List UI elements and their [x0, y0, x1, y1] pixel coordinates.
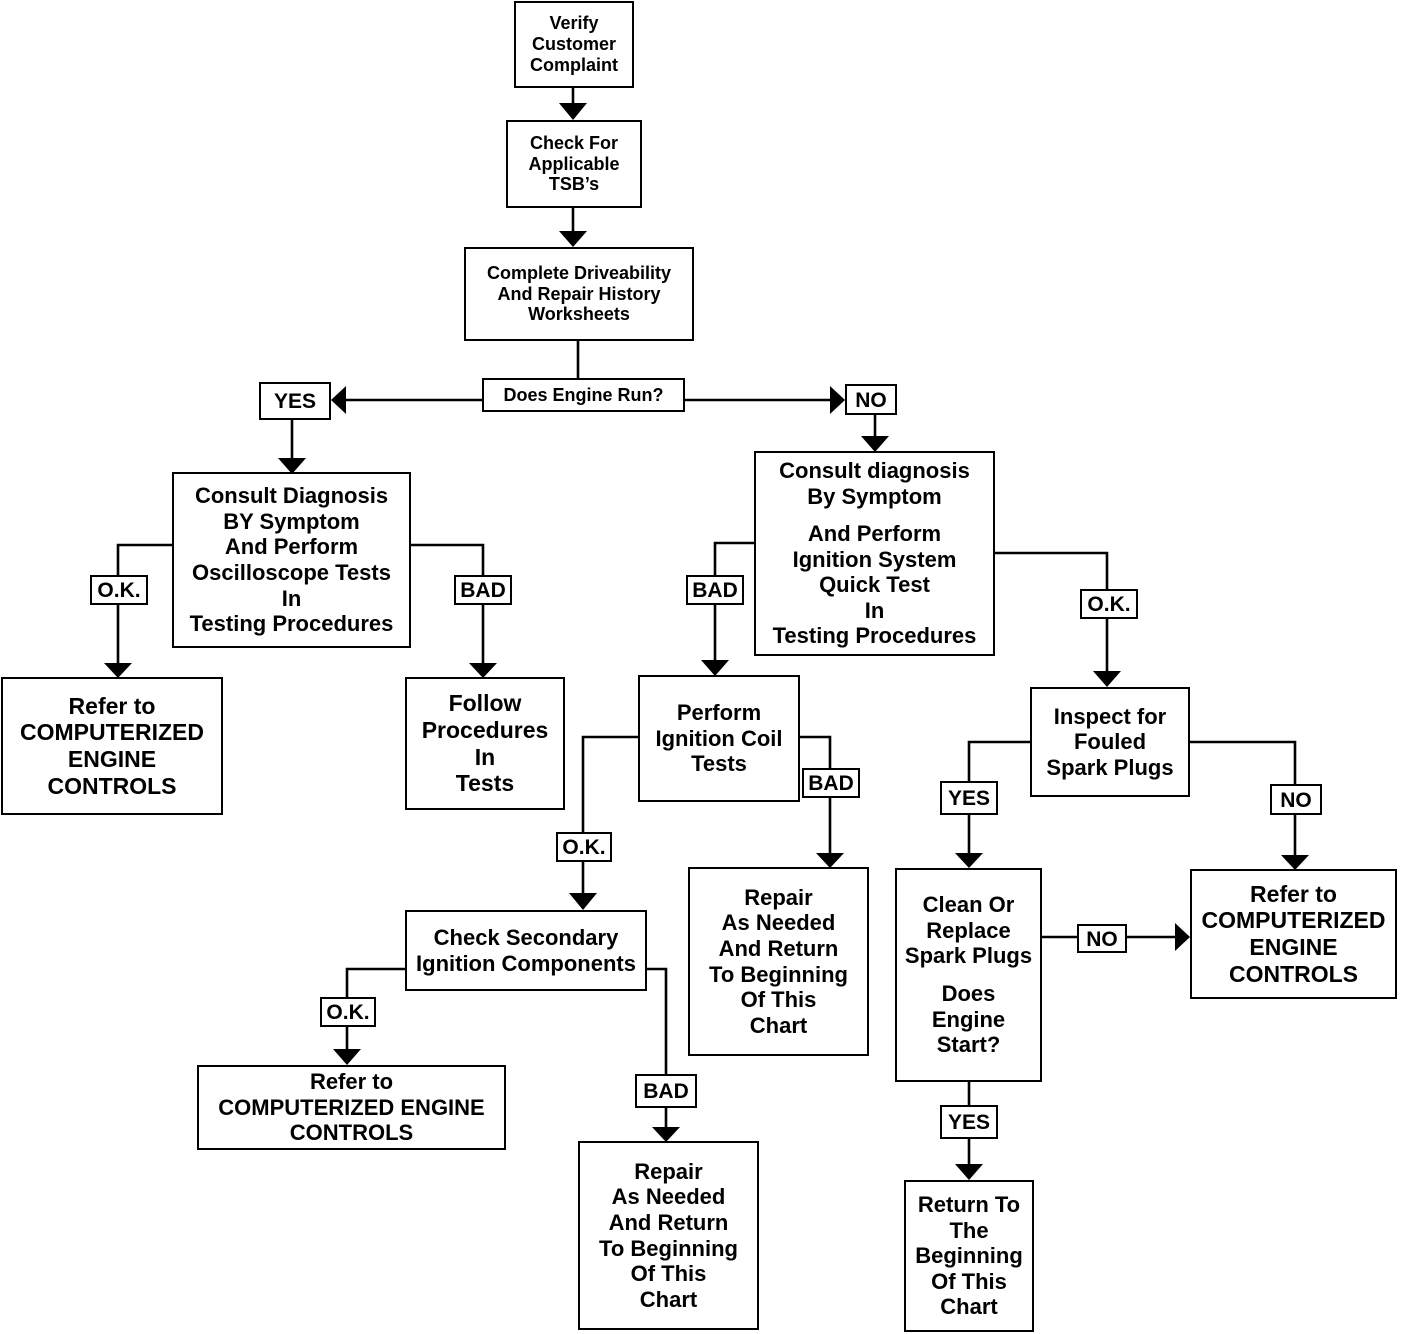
check-tsb-box: Check For Applicable TSB’s: [506, 120, 642, 208]
connector-no-fouled: [1190, 740, 1297, 855]
inspect-fouled-plugs-box: Inspect for Fouled Spark Plugs: [1030, 687, 1190, 797]
arrowhead: [652, 1127, 680, 1142]
engine-run-question: Does Engine Run?: [482, 378, 685, 412]
ok-label-ignition: O.K.: [1080, 589, 1138, 619]
arrowhead: [830, 386, 845, 414]
ok-label-secondary: O.K.: [320, 997, 376, 1027]
arrowhead: [955, 853, 983, 868]
repair-return-box-2: Repair As Needed And Return To Beginning…: [578, 1141, 759, 1330]
arrowhead: [1093, 671, 1121, 687]
consult-oscilloscope-box: Consult Diagnosis BY Symptom And Perform…: [172, 472, 411, 648]
worksheets-box: Complete Driveability And Repair History…: [464, 247, 694, 341]
refer-computerized-controls-box-3: Refer to COMPUTERIZED ENGINE CONTROLS: [1190, 869, 1397, 999]
refer-computerized-controls-box-1: Refer to COMPUTERIZED ENGINE CONTROLS: [1, 677, 223, 815]
arrowhead: [1281, 855, 1309, 870]
arrowhead: [469, 663, 497, 678]
ok-label-coil: O.K.: [556, 832, 612, 862]
consult-ignition-quick-test-box: Consult diagnosis By Symptom And Perform…: [754, 451, 995, 656]
connector-ok-osc: [116, 543, 172, 663]
arrowhead: [701, 660, 729, 676]
connector-bad-ign: [713, 541, 754, 660]
no-label-engine-start: NO: [1077, 924, 1127, 953]
arrowhead: [955, 1164, 983, 1180]
refer-computerized-controls-box-2: Refer to COMPUTERIZED ENGINE CONTROLS: [197, 1065, 506, 1150]
arrowhead: [569, 893, 597, 910]
connector-bad-osc: [411, 543, 485, 663]
return-to-beginning-box: Return To The Beginning Of This Chart: [904, 1180, 1034, 1332]
connector-ok-coil: [581, 735, 638, 893]
no-label-engine-runs: NO: [845, 384, 897, 415]
connector-ok-ign: [995, 551, 1109, 671]
verify-complaint-box: Verify Customer Complaint: [514, 1, 634, 88]
ignition-coil-tests-box: Perform Ignition Coil Tests: [638, 675, 800, 802]
arrowhead: [1175, 923, 1190, 951]
arrowhead: [559, 103, 587, 120]
connector-yes-fouled: [967, 740, 1030, 853]
follow-procedures-box: Follow Procedures In Tests: [405, 677, 565, 810]
arrowhead: [278, 458, 306, 474]
arrowhead: [816, 853, 844, 868]
arrowhead: [333, 1049, 361, 1065]
clean-replace-plugs-box: Clean Or Replace Spark Plugs Does Engine…: [895, 868, 1042, 1082]
bad-label-secondary: BAD: [635, 1074, 697, 1108]
bad-label-oscilloscope: BAD: [454, 575, 512, 605]
no-label-fouled: NO: [1270, 784, 1322, 815]
arrowhead: [559, 231, 587, 247]
arrowhead: [861, 436, 889, 452]
yes-label-fouled: YES: [940, 781, 998, 815]
connector-bad-coil: [800, 735, 832, 853]
arrowhead: [104, 663, 132, 678]
check-secondary-ignition-box: Check Secondary Ignition Components: [405, 910, 647, 991]
yes-label-engine-runs: YES: [259, 382, 331, 420]
repair-return-box-1: Repair As Needed And Return To Beginning…: [688, 867, 869, 1056]
yes-label-engine-start: YES: [940, 1105, 998, 1139]
ok-label-oscilloscope: O.K.: [90, 575, 148, 605]
bad-label-ignition: BAD: [686, 575, 744, 605]
arrowhead: [331, 386, 346, 414]
bad-label-coil: BAD: [802, 768, 860, 798]
